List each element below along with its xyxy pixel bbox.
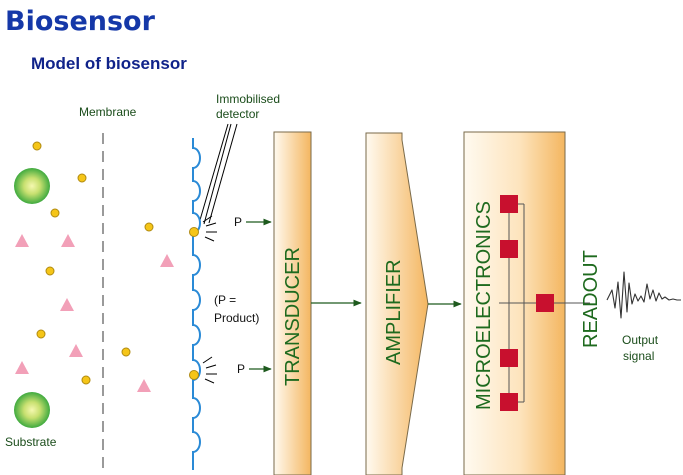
bound-analyte-icon <box>189 370 199 380</box>
detector-pointer-lines <box>199 123 238 225</box>
triangle-molecule-icon <box>160 254 174 267</box>
small-molecule-icon <box>81 375 91 385</box>
output-signal-label-line2: signal <box>623 349 654 363</box>
substrate-label: Substrate <box>5 435 57 449</box>
detector-label-line2: detector <box>216 107 259 121</box>
small-molecule-icon <box>32 141 42 151</box>
product-marker-upper: P <box>234 215 242 229</box>
triangle-molecule-icon <box>15 361 29 374</box>
microchip-icon <box>500 195 518 213</box>
product-note-line1: (P = <box>214 293 236 307</box>
product-burst-lower <box>202 356 217 384</box>
substrate-sphere-icon <box>14 392 50 428</box>
microchip-icon <box>536 294 554 312</box>
small-molecule-icon <box>77 173 87 183</box>
immobilised-detector-line <box>192 138 201 470</box>
small-molecule-icon <box>50 208 60 218</box>
microchip-icon <box>500 240 518 258</box>
triangle-molecule-icon <box>15 234 29 247</box>
product-marker-lower: P <box>237 362 245 376</box>
triangle-molecule-icon <box>137 379 151 392</box>
page-subtitle: Model of biosensor <box>31 54 187 73</box>
readout-label: READOUT <box>580 250 602 348</box>
microchips <box>500 195 554 411</box>
page-title: Biosensor <box>5 6 156 37</box>
microchip-icon <box>500 393 518 411</box>
detector-label-line1: Immobilised <box>216 92 280 106</box>
bound-analyte-icon <box>189 227 199 237</box>
small-molecule-icon <box>36 329 46 339</box>
signal-waveform-icon <box>606 271 681 319</box>
product-note-line2: Product) <box>214 311 259 325</box>
output-signal-label-line1: Output <box>622 333 659 347</box>
membrane-label: Membrane <box>79 105 137 119</box>
triangle-molecule-icon <box>61 234 75 247</box>
small-molecule-icon <box>45 266 55 276</box>
amplifier-box <box>365 132 429 475</box>
microelectronics-label: MICROELECTRONICS <box>473 201 495 410</box>
triangle-molecules <box>15 234 174 392</box>
triangle-molecule-icon <box>69 344 83 357</box>
transducer-label: TRANSDUCER <box>282 247 304 386</box>
substrate-sphere-icon <box>14 168 50 204</box>
triangle-molecule-icon <box>60 298 74 311</box>
amplifier-label: AMPLIFIER <box>383 259 405 365</box>
microchip-icon <box>500 349 518 367</box>
small-molecule-icon <box>121 347 131 357</box>
transducer-box <box>273 131 312 475</box>
product-burst-upper <box>202 215 217 242</box>
small-molecules <box>32 141 154 385</box>
small-molecule-icon <box>144 222 154 232</box>
